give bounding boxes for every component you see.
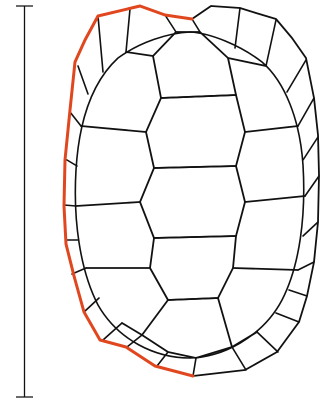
costal-seam-right-1 (228, 58, 266, 66)
marginal-seam-right-9 (289, 290, 307, 296)
marginal-seam-right-3 (287, 60, 306, 92)
vertebral-scute-2 (146, 95, 245, 168)
marginal-seam-right-2 (266, 20, 276, 66)
marginal-seam-left-9 (84, 298, 99, 312)
marginal-seam-right-1 (235, 8, 240, 48)
vertebral-scute-5 (142, 298, 232, 358)
carapace-inner-rim (75, 32, 303, 358)
costal-seam-right-4 (233, 268, 298, 270)
marginal-seam-right-10 (276, 313, 299, 322)
marginal-seam-left-3 (78, 66, 88, 94)
costal-seam-right-5 (232, 332, 257, 347)
costal-seam-left-1 (126, 52, 153, 56)
marginal-seam-left-5 (67, 160, 77, 166)
highlighted-left-margin (64, 6, 193, 376)
marginal-seam-left-2 (98, 16, 103, 72)
marginal-seam-right-12 (232, 347, 246, 370)
costal-seam-right-2 (245, 126, 298, 132)
marginal-seam-left-1 (126, 9, 130, 52)
marginal-scute-seams (64, 8, 319, 376)
highlighted-marginal-edge (64, 6, 193, 376)
costal-seam-left-3 (76, 202, 140, 206)
marginal-seam-right-4 (298, 98, 314, 126)
marginal-seam-right-8 (298, 262, 314, 270)
vertebral-scute-4 (150, 236, 236, 300)
marginal-seam-left-4 (70, 112, 81, 126)
inner-rim-path (75, 32, 303, 358)
marginal-seam-left-6 (64, 205, 76, 206)
costal-seam-left-2 (81, 126, 146, 132)
marginal-seam-supracaudal (193, 358, 196, 376)
vertebral-scutes (140, 32, 245, 358)
marginal-seam-right-7 (303, 222, 318, 236)
vertebral-scute-1 (153, 32, 236, 98)
marginal-seam-right-11 (257, 332, 278, 352)
costal-seam-left-5 (122, 323, 142, 335)
marginal-seam-right-6 (305, 176, 319, 196)
marginal-seam-right-5 (303, 137, 318, 160)
marginal-seam-nuchal-right (192, 19, 200, 32)
vertebral-scute-3 (140, 166, 245, 238)
length-scale-bar (16, 6, 33, 397)
costal-seam-right-3 (245, 196, 305, 202)
